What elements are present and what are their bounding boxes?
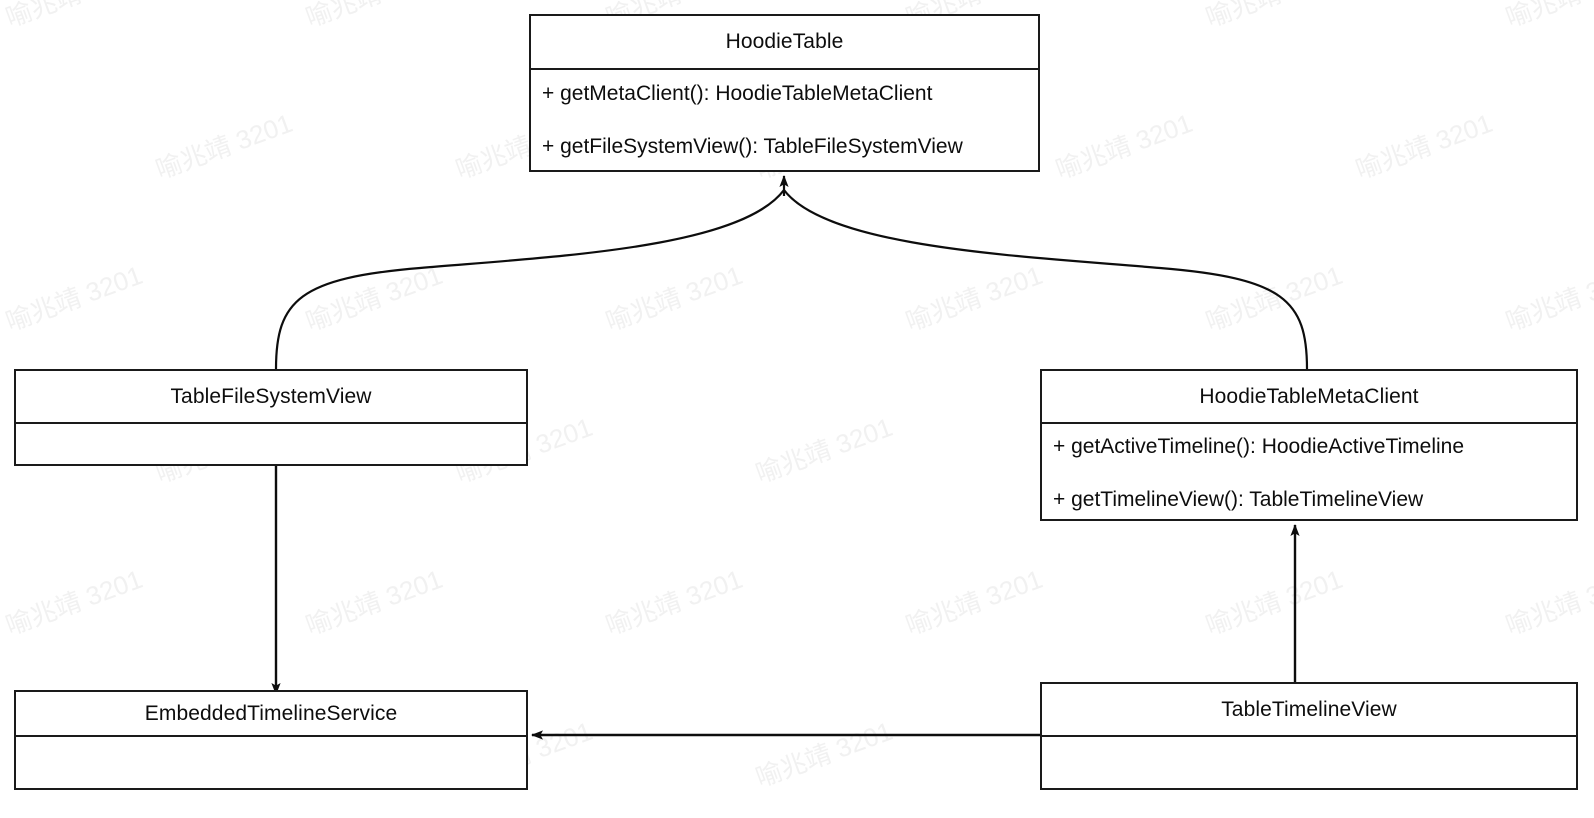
class-members-hoodie-table: + getMetaClient(): HoodieTableMetaClient… [531, 70, 1038, 170]
class-member: + getActiveTimeline(): HoodieActiveTimel… [1053, 434, 1465, 458]
class-divider [531, 68, 1038, 70]
class-divider [16, 422, 526, 424]
class-members-table-timeline-view [1042, 737, 1576, 790]
uml-class-hoodie-table-meta-client[interactable]: HoodieTableMetaClient + getActiveTimelin… [1040, 369, 1578, 521]
class-members-embedded-timeline-service [16, 737, 526, 790]
class-name-embedded-timeline-service: EmbeddedTimelineService [144, 701, 398, 725]
class-members-hoodie-table-meta-client: + getActiveTimeline(): HoodieActiveTimel… [1042, 424, 1576, 521]
class-divider [1042, 735, 1576, 737]
edge-metaclient-to-hoodietable [783, 189, 1309, 370]
uml-class-embedded-timeline-service[interactable]: EmbeddedTimelineService [14, 690, 528, 790]
class-name-table-timeline-view: TableTimelineView [1221, 697, 1397, 721]
uml-class-table-timeline-view[interactable]: TableTimelineView [1040, 682, 1578, 790]
class-member: + getTimelineView(): TableTimelineView [1053, 487, 1424, 511]
class-name-hoodie-table: HoodieTable [725, 30, 844, 53]
class-divider [1042, 422, 1576, 424]
class-divider [16, 735, 526, 737]
edge-fsview-to-hoodietable [274, 189, 785, 370]
uml-class-table-file-system-view[interactable]: TableFileSystemView [14, 369, 528, 466]
class-name-hoodie-table-meta-client: HoodieTableMetaClient [1199, 384, 1419, 408]
class-members-table-file-system-view [16, 424, 526, 466]
class-member: + getMetaClient(): HoodieTableMetaClient [542, 82, 933, 105]
class-name-table-file-system-view: TableFileSystemView [170, 384, 372, 408]
class-member: + getFileSystemView(): TableFileSystemVi… [542, 135, 963, 158]
uml-class-hoodie-table[interactable]: HoodieTable + getMetaClient(): HoodieTab… [529, 14, 1040, 172]
